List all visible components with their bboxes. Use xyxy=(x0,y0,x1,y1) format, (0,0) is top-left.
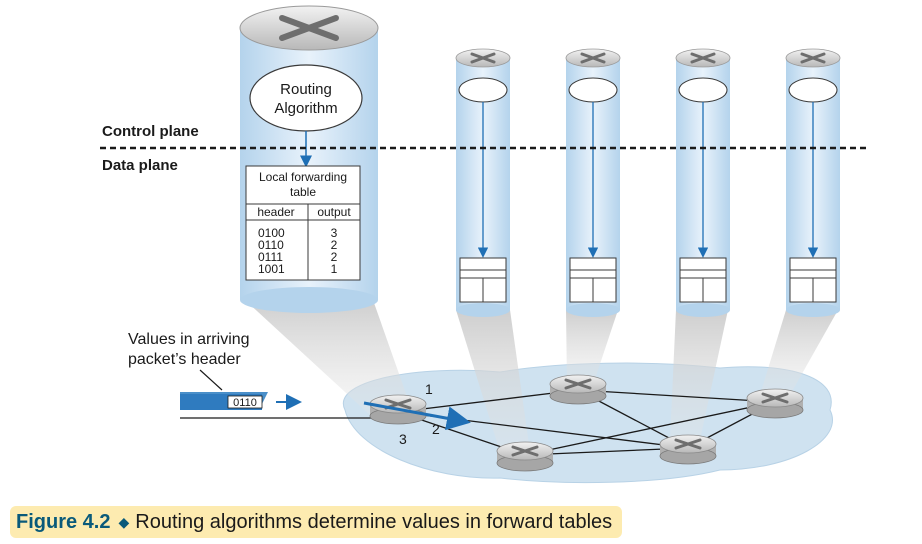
router-cylinder-5 xyxy=(785,48,841,317)
table-row-1-header: 0110 xyxy=(258,238,284,252)
values-leader-line xyxy=(199,369,223,391)
packet-header-value: 0110 xyxy=(233,397,257,409)
forwarding-table: Local forwarding table header output 010… xyxy=(245,165,361,281)
table-row-2-header: 0111 xyxy=(258,250,283,264)
router-net-4 xyxy=(659,434,717,465)
router-x-icon xyxy=(761,392,789,404)
table-col-header: header xyxy=(257,205,294,219)
beam-5 xyxy=(760,310,838,395)
forwarding-arrow xyxy=(363,401,471,431)
figure-number: Figure 4.2 xyxy=(16,510,111,533)
values-label-line1: Values in arriving xyxy=(128,331,250,348)
control-plane-label: Control plane xyxy=(102,123,199,140)
data-plane-label: Data plane xyxy=(102,157,178,174)
table-row-3-output: 1 xyxy=(331,262,338,276)
router-net-2 xyxy=(496,441,554,472)
beam-3 xyxy=(566,310,618,385)
routing-algorithm-line2: Algorithm xyxy=(274,100,337,117)
router-x-icon xyxy=(511,445,539,457)
router-cylinder-3 xyxy=(565,48,621,317)
diamond-icon: ◆ xyxy=(118,513,130,530)
router-x-icon xyxy=(800,52,826,64)
router-x-icon xyxy=(470,52,496,64)
beam-2 xyxy=(456,310,530,452)
routing-algorithm-line1: Routing xyxy=(280,81,332,98)
router-cylinder-4 xyxy=(675,48,731,317)
router-net-3 xyxy=(549,374,607,405)
table-title-line1: Local forwarding xyxy=(259,170,347,184)
router-cylinder-2 xyxy=(455,48,511,317)
arriving-packet: 0110 xyxy=(180,392,268,410)
table-row-0-output: 3 xyxy=(331,226,338,240)
router-net-5 xyxy=(746,388,804,419)
values-label-line2: packet’s header xyxy=(128,351,241,368)
table-row-3-header: 1001 xyxy=(258,262,285,276)
port-2-label: 2 xyxy=(432,421,440,437)
beam-4 xyxy=(670,310,728,440)
port-3-label: 3 xyxy=(399,431,407,447)
router-x-icon xyxy=(564,378,592,390)
caption-text: Routing algorithms determine values in f… xyxy=(135,510,613,533)
table-row-1-output: 2 xyxy=(331,238,338,252)
beam-left xyxy=(245,300,410,415)
router-x-icon xyxy=(674,438,702,450)
router-x-icon xyxy=(279,15,339,41)
routing-algorithm-node xyxy=(249,64,363,132)
table-row-0-header: 0100 xyxy=(258,226,285,240)
figure-caption: Figure 4.2 ◆ Routing algorithms determin… xyxy=(10,506,623,538)
table-row-2-output: 2 xyxy=(331,250,338,264)
table-title-line2: table xyxy=(290,185,316,199)
table-col-output: output xyxy=(317,205,351,219)
router-x-icon xyxy=(690,52,716,64)
router-x-icon xyxy=(580,52,606,64)
port-1-label: 1 xyxy=(425,381,433,397)
